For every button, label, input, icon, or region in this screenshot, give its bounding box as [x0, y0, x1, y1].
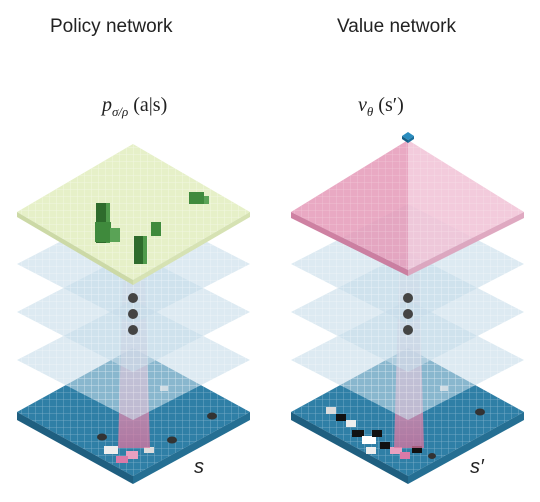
- policy-input-stones: [97, 386, 217, 463]
- policy-network: [17, 144, 250, 484]
- value-network: [291, 132, 524, 484]
- value-output-formula: vθ (s′): [358, 94, 404, 120]
- value-network-title: Value network: [337, 16, 456, 37]
- value-layer-ellipsis: [403, 293, 413, 335]
- policy-output-board: [17, 144, 250, 285]
- value-input-stones: [326, 386, 485, 459]
- policy-network-title: Policy network: [50, 16, 173, 37]
- policy-probability-bars: [95, 192, 209, 264]
- policy-output-formula: pσ/ρ (a|s): [102, 94, 167, 120]
- policy-output-symbol: p: [102, 94, 112, 116]
- policy-output-subscript: σ/ρ: [112, 104, 129, 119]
- policy-input-label: s: [194, 456, 204, 478]
- policy-output-args: (a|s): [133, 94, 168, 116]
- value-output-symbol: v: [358, 94, 367, 116]
- value-output-args: (s′): [378, 94, 404, 116]
- value-output-pyramid: [291, 140, 524, 276]
- value-input-label: s′: [470, 456, 484, 478]
- policy-layer-ellipsis: [128, 293, 138, 335]
- value-output-subscript: θ: [366, 104, 374, 119]
- value-output-node: [402, 132, 414, 143]
